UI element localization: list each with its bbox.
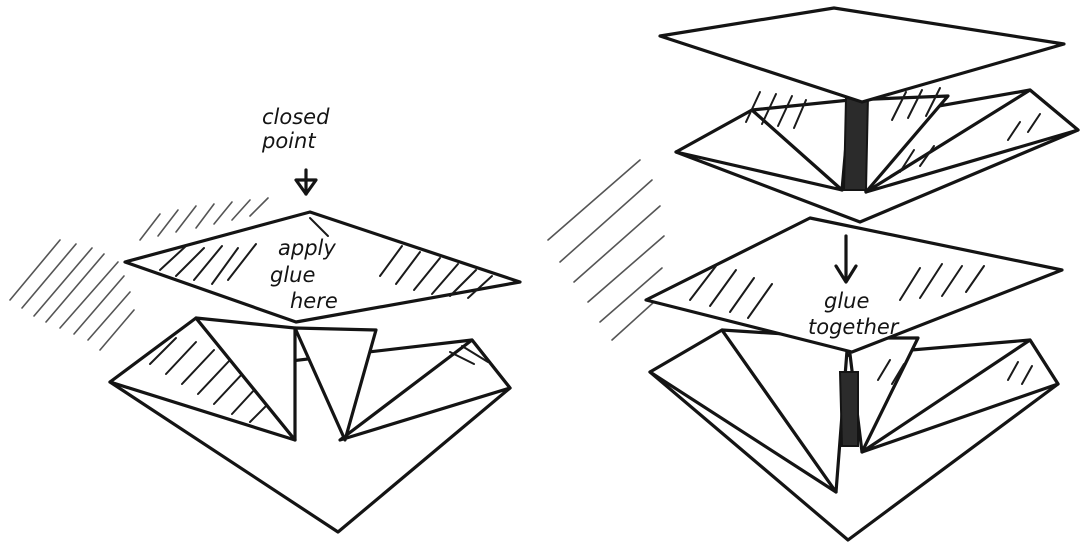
left-label-center-line-1: apply bbox=[278, 236, 336, 260]
left-top-square bbox=[123, 210, 522, 324]
right-upper-seam-shadow bbox=[842, 94, 870, 191]
right-top-square bbox=[658, 6, 1066, 104]
right-label-center: glue together bbox=[808, 289, 900, 339]
left-top-square-hatching bbox=[159, 217, 493, 299]
right-middle-hatching bbox=[689, 263, 1033, 385]
right-lower-seam-shadow bbox=[838, 371, 859, 447]
left-down-arrow-icon bbox=[294, 168, 318, 196]
left-lower-flap-hatching bbox=[149, 337, 489, 423]
right-label-center-line-1: glue bbox=[824, 289, 869, 313]
left-center-flap-left bbox=[194, 316, 297, 442]
left-shadow-hatching bbox=[9, 197, 269, 351]
left-label-center: apply glue here bbox=[270, 236, 342, 313]
left-label-top-line-2: point bbox=[261, 129, 316, 153]
left-label-top-line-1: closed bbox=[262, 105, 330, 129]
right-upper-flap-hatching bbox=[745, 87, 1041, 173]
left-lower-flap-right bbox=[338, 338, 512, 442]
left-center-flap-right bbox=[293, 326, 378, 442]
right-label-center-line-2: together bbox=[808, 315, 900, 339]
left-figure-glue-step: closed point apply glue here bbox=[9, 105, 522, 534]
right-middle-square bbox=[644, 216, 1064, 354]
right-upper-flap-right bbox=[864, 88, 1080, 194]
right-down-arrow-icon bbox=[834, 234, 858, 284]
right-shadow-hatching bbox=[547, 159, 665, 341]
left-label-center-line-3: here bbox=[290, 289, 338, 313]
left-label-top: closed point bbox=[261, 105, 336, 153]
right-figure-stacked-step: glue together bbox=[547, 6, 1080, 542]
left-label-center-line-2: glue bbox=[270, 263, 315, 287]
right-lower-flap-right bbox=[860, 338, 1060, 454]
